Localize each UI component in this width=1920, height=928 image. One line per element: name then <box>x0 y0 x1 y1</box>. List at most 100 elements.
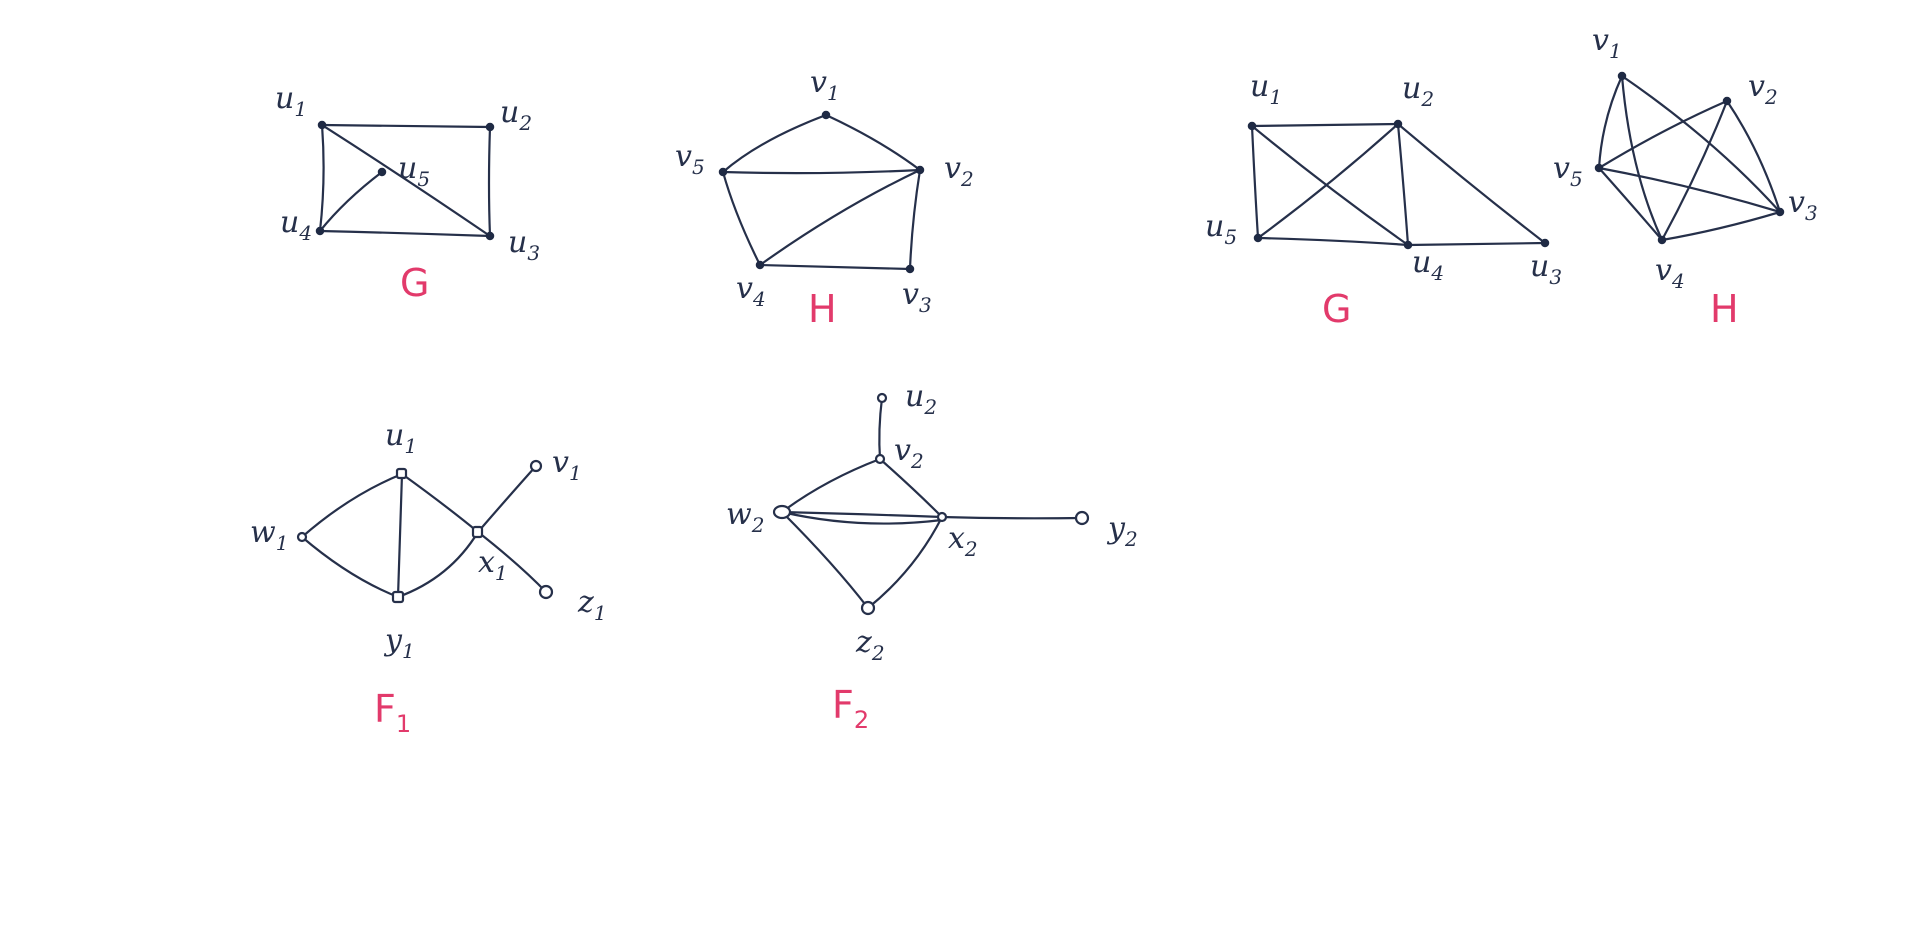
edge-u2-v2-f2 <box>878 396 884 461</box>
vertex-v4 <box>755 260 765 270</box>
vertex-label-v4: v4 <box>736 271 766 311</box>
vertex-u3 <box>485 231 495 241</box>
vertex-label-u1-f1: u1 <box>385 418 417 458</box>
vertex-u1 <box>317 120 327 130</box>
edge-u2-u3 <box>487 125 492 238</box>
edge-v4-v2 <box>758 168 922 267</box>
vertex-label-u1-b: u1 <box>1250 69 1282 109</box>
vertex-label-u5: u5 <box>398 151 430 191</box>
graph-name-f2: F2 <box>832 683 869 734</box>
edge-y1-x1 <box>396 530 480 599</box>
vertex-v3-b <box>1775 207 1785 217</box>
vertex-u1-f1 <box>395 467 408 480</box>
vertex-label-y2-f2: y2 <box>1106 511 1138 551</box>
vertex-label-v5: v5 <box>675 139 705 179</box>
edge-v5-v2-b <box>1597 99 1729 170</box>
edge-u5-u2-b <box>1256 122 1400 240</box>
vertex-u5 <box>377 167 387 177</box>
vertex-u5-b <box>1253 233 1263 243</box>
vertex-label-y1-f1: y1 <box>383 623 415 663</box>
graph-f1: u1 v1 w1 x1 y1 z1 F1 <box>250 418 607 738</box>
vertex-label-x1-f1: x1 <box>478 545 508 585</box>
vertex-v4-b <box>1657 235 1667 245</box>
edge-v4-v5 <box>721 170 762 267</box>
vertex-v1-b <box>1617 71 1627 81</box>
vertex-u1-b <box>1247 121 1257 131</box>
vertex-label-u2: u2 <box>500 95 532 135</box>
vertex-label-z1-f1: z1 <box>577 585 607 625</box>
edge-w2-z2-f2 <box>780 510 870 610</box>
vertex-label-u2-f2: u2 <box>905 379 937 419</box>
edge-u5-u4-b <box>1256 236 1410 247</box>
vertex-v5 <box>718 167 728 177</box>
edge-w1-u1 <box>300 472 404 539</box>
vertex-v2 <box>915 165 925 175</box>
vertex-label-v4-b: v4 <box>1655 253 1685 293</box>
vertex-label-w2-f2: w2 <box>726 497 764 537</box>
graph-name-g-right: G <box>1322 287 1351 331</box>
vertex-u2-f2 <box>876 392 888 404</box>
edge-u1-u3 <box>320 123 492 238</box>
vertex-v3 <box>905 264 915 274</box>
edge-u4-u1 <box>318 123 325 233</box>
edge-v2-x2-f2 <box>878 457 944 519</box>
edge-v5-v3-b <box>1597 166 1782 214</box>
edge-u1-x1 <box>400 472 480 534</box>
vertex-v2-b <box>1722 96 1732 106</box>
vertex-label-z2-f2: z2 <box>855 625 885 665</box>
vertex-z1-f1 <box>538 584 554 600</box>
edge-u3-u4 <box>318 229 492 238</box>
vertex-u2-b <box>1393 119 1403 129</box>
edge-v5-v4-b <box>1597 166 1664 242</box>
vertex-x2-f2 <box>936 511 948 523</box>
edge-v1-v2 <box>824 113 922 172</box>
edge-u2-u3-b <box>1396 122 1547 245</box>
graph-name-h-left: H <box>808 287 837 331</box>
vertex-label-u3-b: u3 <box>1530 249 1562 289</box>
edge-v2-v3-b <box>1725 99 1782 214</box>
vertex-label-v5-b: v5 <box>1553 151 1583 191</box>
graph-h-left: v1 v2 v3 v4 v5 H <box>675 65 974 331</box>
edge-v4-v3-b <box>1660 210 1782 242</box>
graph-name-h-right: H <box>1710 287 1739 331</box>
vertex-v1 <box>821 110 831 120</box>
vertex-label-v1-f1: v1 <box>552 445 582 485</box>
graph-g-left: u1 u2 u3 u4 u5 G <box>275 81 540 305</box>
vertex-u3-b <box>1540 238 1550 248</box>
vertex-label-v3-b: v3 <box>1788 185 1818 225</box>
edge-v2-v3 <box>908 168 922 271</box>
vertex-label-u1: u1 <box>275 81 307 121</box>
edge-u1-u4-b <box>1250 124 1410 247</box>
graph-g-right: u1 u2 u3 u4 u5 G <box>1205 69 1562 331</box>
edge-x2-y2-f2 <box>940 515 1084 520</box>
vertex-u4-b <box>1403 240 1413 250</box>
vertex-w1-f1 <box>296 531 308 543</box>
vertex-y1-f1 <box>391 590 405 604</box>
vertex-label-u4: u4 <box>280 205 312 245</box>
edge-v5-v2 <box>721 168 922 175</box>
edge-u2-u4-b <box>1396 122 1410 247</box>
vertex-u2 <box>485 122 495 132</box>
edge-u1-u2 <box>320 123 492 129</box>
vertex-v1-f1 <box>529 459 543 473</box>
vertex-z2-f2 <box>860 600 876 616</box>
vertex-label-v2-f2: v2 <box>894 433 924 473</box>
edge-u4-u5 <box>318 170 384 233</box>
edge-w1-y1 <box>300 535 400 599</box>
vertex-label-u3: u3 <box>508 225 540 265</box>
vertex-label-x2-f2: x2 <box>948 521 978 561</box>
vertex-y2-f2 <box>1074 510 1090 526</box>
vertex-label-v2-b: v2 <box>1748 69 1778 109</box>
edge-v1-v5-b <box>1597 74 1624 170</box>
edge-v1-v5 <box>721 113 828 174</box>
vertex-label-v1-b: v1 <box>1592 23 1622 63</box>
vertex-label-u4-b: u4 <box>1412 245 1444 285</box>
edge-v1-v4-b <box>1620 74 1664 242</box>
edge-x1-v1 <box>476 464 538 534</box>
vertex-label-u5-b: u5 <box>1205 209 1237 249</box>
vertex-u4 <box>315 226 325 236</box>
vertex-w2-f2 <box>772 504 792 520</box>
edge-w2-x2-f2 <box>780 510 944 519</box>
edge-w2-x2-f2-b <box>780 510 944 525</box>
